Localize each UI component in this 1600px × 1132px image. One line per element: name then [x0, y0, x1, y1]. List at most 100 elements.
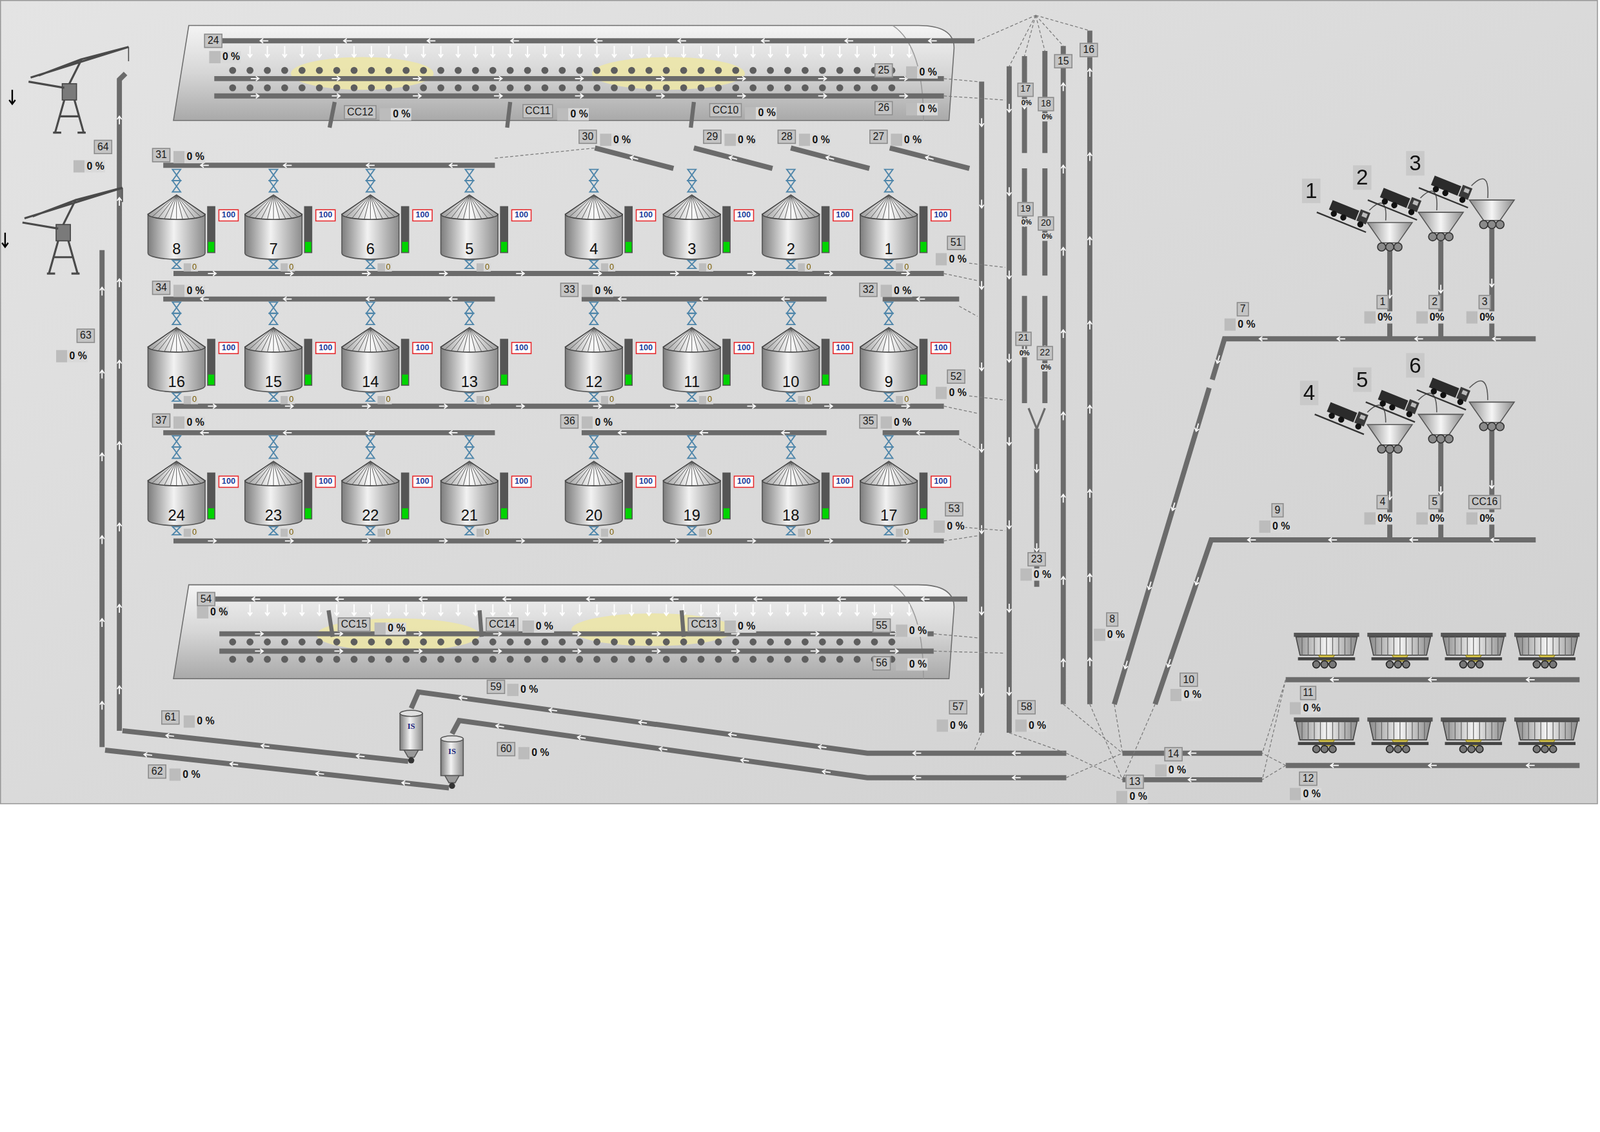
valve-symbol [269, 313, 278, 325]
flow-arrow [901, 271, 910, 277]
conveyor-tag: 70 % [1236, 301, 1249, 317]
conveyor-tag: 80 % [1106, 612, 1119, 627]
level-fill [920, 374, 927, 386]
flow-arrow [1060, 494, 1066, 504]
flow-arrow [747, 403, 756, 409]
discharge-arrow [750, 45, 756, 57]
feeder-roll [1487, 422, 1497, 431]
flow-arrow [651, 631, 661, 636]
flow-arrow [810, 648, 820, 654]
roller [801, 67, 809, 75]
conveyor-number: 22 [1039, 347, 1050, 358]
roller [281, 655, 289, 663]
hopper-wagon [1514, 632, 1580, 669]
discharge-arrow [768, 45, 773, 57]
feeder-roll [1436, 232, 1446, 242]
conveyor-number: 5 [1431, 495, 1438, 507]
conveyor-belt [214, 596, 968, 602]
load-percent: 0 % [581, 284, 614, 297]
unloading-point-number: 3 [1406, 150, 1425, 176]
level-value: 100 [221, 210, 236, 220]
roller [766, 84, 774, 92]
conveyor-tag: 620 % [148, 764, 166, 780]
flow-arrow [493, 76, 503, 81]
flow-arrow [1034, 543, 1039, 552]
roller [368, 638, 376, 646]
conveyor-number: 15 [1057, 54, 1070, 66]
flow-arrow [921, 596, 930, 602]
flow-arrow [117, 441, 122, 451]
flow-arrow [572, 648, 582, 654]
flow-arrow [439, 271, 448, 277]
flow-arrow [1034, 464, 1039, 473]
level-indicator: 100 [412, 341, 433, 355]
roller [228, 638, 237, 646]
flow-arrow [728, 154, 738, 162]
valve-symbol [172, 435, 181, 447]
valve-symbol [465, 392, 475, 402]
roller [524, 655, 532, 663]
roller [454, 655, 462, 663]
roller [610, 638, 618, 646]
silo: 10 [760, 326, 821, 394]
flow-arrow [1409, 537, 1419, 543]
valve-symbol [366, 169, 375, 181]
roller [316, 67, 324, 75]
discharge-arrow [525, 45, 531, 57]
valve-symbol [269, 435, 278, 447]
silo-number: 1 [859, 239, 919, 258]
silo: 23 [243, 460, 304, 528]
load-percent: 0 % [1170, 688, 1203, 702]
routing-line [944, 96, 1006, 100]
level-indicator: 100 [412, 475, 433, 489]
roller [801, 638, 809, 646]
load-percent: 0 % [506, 683, 539, 696]
level-value: 100 [835, 210, 850, 220]
discharge-arrow [785, 45, 791, 57]
roller [263, 638, 271, 646]
valve-symbol [366, 526, 375, 535]
flow-arrow [1060, 247, 1066, 257]
valve-symbol [786, 435, 796, 447]
level-value: 100 [514, 476, 529, 486]
flow-arrow [979, 199, 985, 209]
silo-number: 5 [439, 239, 500, 258]
roller [263, 84, 271, 92]
flow-arrow [414, 648, 423, 654]
level-reading: 0 [183, 395, 198, 405]
roller [801, 655, 809, 663]
conveyor-number: 32 [862, 283, 875, 295]
flow-arrow [1012, 750, 1021, 756]
silo-number: 2 [760, 239, 821, 258]
flow-arrow [1170, 501, 1177, 511]
load-percent: 0 % [374, 622, 407, 635]
routing-line [958, 438, 978, 449]
roller [836, 67, 844, 75]
level-reading: 0 [896, 395, 910, 405]
roller [524, 67, 532, 75]
conveyor-tag: CC110 % [521, 103, 554, 119]
conveyor-number: CC12 [346, 105, 373, 117]
conveyor-belt [219, 631, 934, 637]
routing-line [944, 535, 978, 542]
discharge-arrow [855, 604, 860, 616]
valve-symbol [269, 446, 278, 458]
roller [610, 84, 618, 92]
roller [853, 67, 861, 75]
discharge-arrow [837, 604, 843, 616]
load-percent: 0 % [890, 133, 923, 146]
flow-arrow [924, 154, 934, 162]
flow-arrow [699, 430, 709, 435]
roller [819, 638, 827, 646]
conveyor-number: 9 [1274, 503, 1281, 515]
conveyor-tag: 370 % [152, 412, 170, 428]
flow-arrow [979, 281, 985, 290]
load-percent: 0 % [557, 108, 589, 121]
level-reading: 0 [377, 395, 392, 405]
conveyor-number: 55 [875, 619, 888, 631]
flow-arrow [1060, 83, 1066, 92]
routing-line [933, 633, 978, 638]
discharge-arrow [299, 45, 305, 57]
conveyor-tag: 210% [1015, 332, 1032, 346]
level-indicator: 100 [412, 208, 433, 222]
